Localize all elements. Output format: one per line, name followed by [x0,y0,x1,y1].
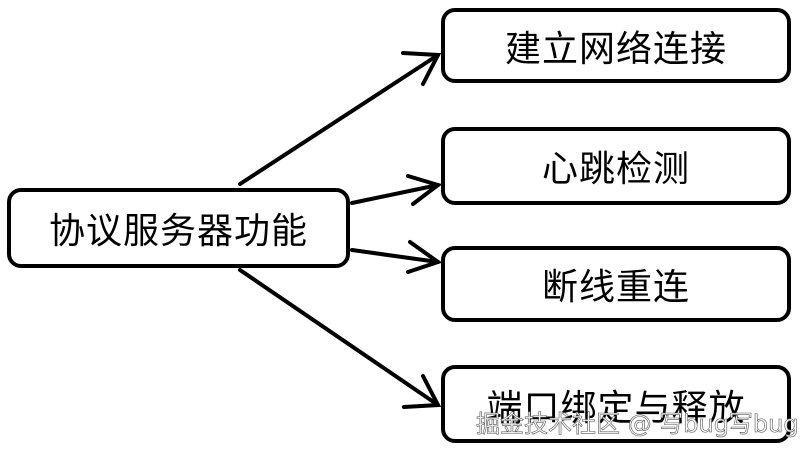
child-node-label: 断线重连 [541,267,690,308]
child-node-label: 建立网络连接 [504,28,727,70]
edge-root-to-reconnect [350,248,440,264]
arrowhead-icon [402,374,442,409]
child-node-label: 心跳检测 [541,149,690,190]
root-node: 协议服务器功能 [7,188,350,268]
child-node-build-connection: 建立网络连接 [441,8,791,83]
arrowhead-icon [406,240,443,274]
arrowhead-icon [401,51,442,86]
child-node-reconnect: 断线重连 [441,246,791,322]
child-node-label: 端口绑定与释放 [486,388,746,429]
root-node-label: 协议服务器功能 [48,211,308,252]
edge-root-to-port-binding [238,268,440,407]
edge-root-to-heartbeat [350,183,440,205]
watermark: 掘金技术社区 @ 写bug写bug [476,410,799,439]
arrowhead-icon [406,174,443,206]
child-node-heartbeat: 心跳检测 [441,127,791,205]
edge-root-to-build-connection [238,53,440,186]
child-node-port-binding: 端口绑定与释放 [441,365,791,443]
